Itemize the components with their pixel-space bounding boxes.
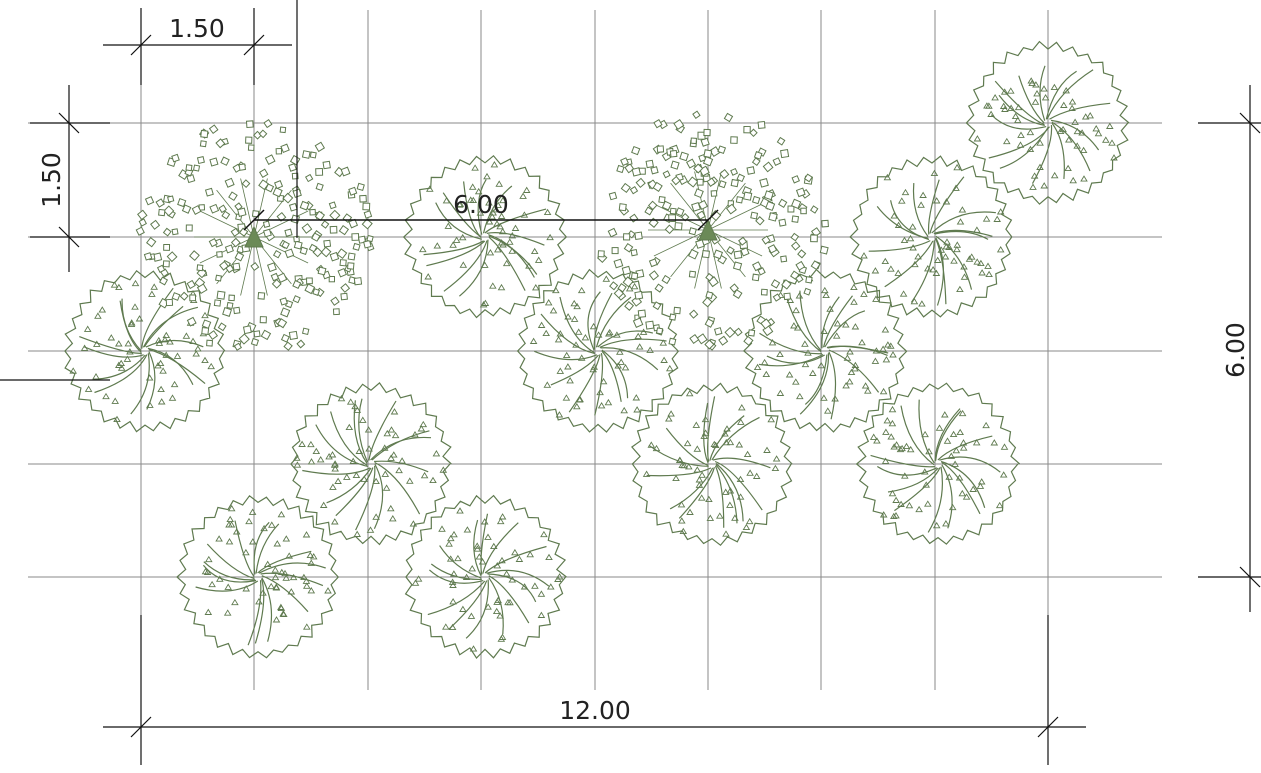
bottom-dimension: 12.00	[103, 615, 1086, 765]
right-dimension-label: 6.00	[1221, 322, 1250, 378]
broadleaf-tree-icon	[290, 382, 452, 546]
bottom-dimension-label: 12.00	[559, 696, 631, 725]
broadleaf-tree-icon	[402, 154, 567, 319]
broadleaf-tree-icon	[404, 494, 567, 659]
scattered-canopy-tree-icon	[596, 110, 829, 351]
right-dimension: 6.00	[1198, 85, 1261, 612]
top-dimension: 1.50	[103, 0, 298, 238]
scattered-canopy-tree-icon	[135, 119, 375, 351]
tree-distance-dimension: 6.00	[243, 190, 719, 231]
broadleaf-tree-icon	[176, 494, 339, 659]
left-dimension: 1.50	[0, 85, 110, 381]
top-dimension-label: 1.50	[169, 14, 225, 43]
tree-layer	[64, 40, 1130, 659]
broadleaf-tree-icon	[516, 268, 679, 433]
left-dimension-label: 1.50	[37, 152, 66, 208]
broadleaf-tree-icon	[742, 268, 908, 433]
broadleaf-tree-icon	[631, 382, 793, 547]
broadleaf-tree-icon	[855, 382, 1021, 545]
broadleaf-tree-icon	[849, 155, 1013, 318]
tree-distance-label: 6.00	[453, 190, 509, 219]
broadleaf-tree-icon	[64, 269, 226, 433]
broadleaf-tree-icon	[965, 40, 1130, 205]
